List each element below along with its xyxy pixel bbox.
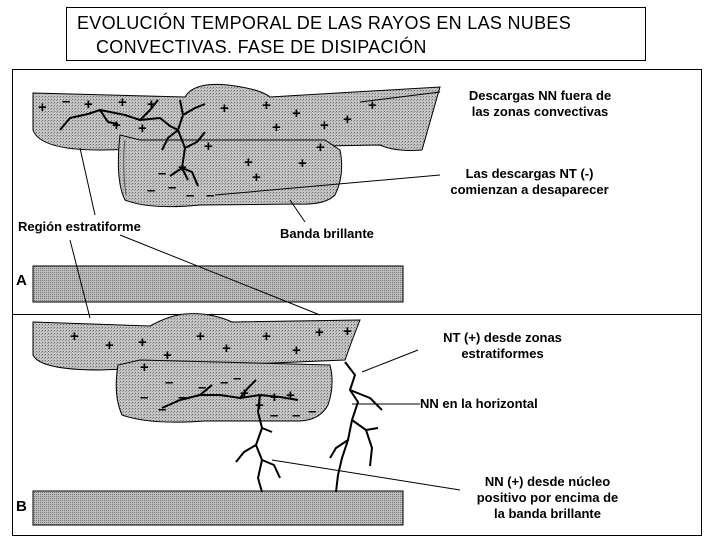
panel-a-frame: [12, 69, 702, 314]
svg-text:–: –: [147, 182, 155, 199]
svg-text:+: +: [196, 328, 205, 345]
svg-text:+: +: [316, 139, 325, 156]
svg-text:–: –: [168, 179, 176, 196]
svg-text:–: –: [206, 187, 214, 204]
title-line-2: CONVECTIVAS. FASE DE DISIPACIÓN: [96, 37, 427, 57]
svg-text:+: +: [244, 154, 253, 171]
title-line-1: EVOLUCIÓN TEMPORAL DE LAS RAYOS EN LAS N…: [77, 13, 572, 33]
svg-text:+: +: [292, 105, 301, 122]
svg-text:+: +: [343, 323, 352, 340]
svg-text:–: –: [186, 187, 194, 204]
label-banda-brillante: Banda brillante: [280, 226, 374, 241]
svg-text:+: +: [105, 337, 114, 354]
panel-b-leader-lines: [271, 349, 461, 491]
svg-text:+: +: [315, 324, 324, 341]
panel-b-charges: +++ +++ +++ ++– ––– ––+ +++ ––– –: [70, 323, 352, 424]
panel-a-leader-lines: [69, 91, 441, 319]
label-nt-positive: NT (+) desde zonas estratiformes: [410, 330, 595, 362]
svg-text:+: +: [292, 342, 301, 359]
panel-b-cloud: [32, 313, 361, 423]
label-nn-positive: NN (+) desde núcleo positivo por encima …: [450, 474, 645, 522]
label-descargas-nn: Descargas NN fuera de las zonas convecti…: [440, 88, 640, 120]
panel-b-lightning: [161, 361, 383, 493]
svg-text:+: +: [252, 169, 261, 186]
svg-text:–: –: [233, 370, 241, 387]
svg-text:+: +: [70, 328, 79, 345]
svg-text:+: +: [320, 117, 329, 134]
label-descargas-nt-line2: comienzan a desaparecer: [450, 182, 609, 197]
label-nn-horizontal: NN en la horizontal: [420, 396, 538, 411]
panel-a-letter: A: [16, 272, 27, 289]
panel-a-cloud: [32, 83, 441, 208]
svg-text:+: +: [138, 334, 147, 351]
label-nn-positive-line1: NN (+) desde núcleo: [484, 474, 611, 489]
panel-b-ground: [32, 490, 404, 526]
svg-text:+: +: [112, 117, 121, 134]
svg-text:–: –: [270, 407, 278, 424]
label-descargas-nn-line2: las zonas convectivas: [471, 104, 609, 119]
svg-text:+: +: [272, 119, 281, 136]
label-nn-positive-line2: positivo por encima de: [476, 490, 619, 505]
svg-text:–: –: [308, 403, 316, 420]
svg-text:–: –: [178, 389, 186, 406]
svg-text:+: +: [38, 99, 47, 116]
label-nn-positive-line3: la banda brillante: [494, 506, 601, 521]
svg-text:+: +: [163, 347, 172, 364]
svg-text:+: +: [138, 120, 147, 137]
svg-text:+: +: [147, 96, 156, 113]
label-descargas-nt-line1: Las descargas NT (-): [465, 166, 594, 181]
svg-text:+: +: [286, 387, 295, 404]
panel-a-charges: +–+ +++ +++ +++ +++ +++ ++– ––– –: [38, 93, 377, 204]
svg-text:+: +: [298, 155, 307, 172]
svg-text:+: +: [140, 359, 149, 376]
svg-text:–: –: [165, 374, 173, 391]
panel-b-letter: B: [16, 498, 27, 515]
panel-a-ground: [32, 265, 404, 303]
svg-text:–: –: [158, 401, 166, 418]
svg-text:–: –: [62, 93, 70, 110]
svg-text:–: –: [198, 379, 206, 396]
panel-b-frame: [12, 314, 702, 536]
svg-text:+: +: [343, 111, 352, 128]
svg-text:+: +: [262, 97, 271, 114]
svg-text:+: +: [270, 389, 279, 406]
svg-text:–: –: [140, 389, 148, 406]
svg-text:+: +: [262, 328, 271, 345]
svg-text:–: –: [220, 374, 228, 391]
svg-text:–: –: [158, 165, 166, 182]
svg-text:+: +: [84, 96, 93, 113]
label-descargas-nt: Las descargas NT (-) comienzan a desapar…: [422, 166, 637, 198]
label-nt-positive-line2: estratiformes: [461, 346, 544, 361]
svg-text:–: –: [292, 407, 300, 424]
svg-text:+: +: [368, 97, 377, 114]
label-descargas-nn-line1: Descargas NN fuera de: [468, 88, 612, 103]
svg-text:+: +: [118, 94, 127, 111]
label-region-estratiforme: Región estratiforme: [18, 219, 141, 234]
svg-text:+: +: [220, 100, 229, 117]
svg-text:+: +: [222, 340, 231, 357]
panel-a-lightning: [59, 99, 206, 187]
label-nt-positive-line1: NT (+) desde zonas: [443, 330, 562, 345]
svg-text:+: +: [204, 138, 213, 155]
title-box: EVOLUCIÓN TEMPORAL DE LAS RAYOS EN LAS N…: [66, 7, 646, 61]
